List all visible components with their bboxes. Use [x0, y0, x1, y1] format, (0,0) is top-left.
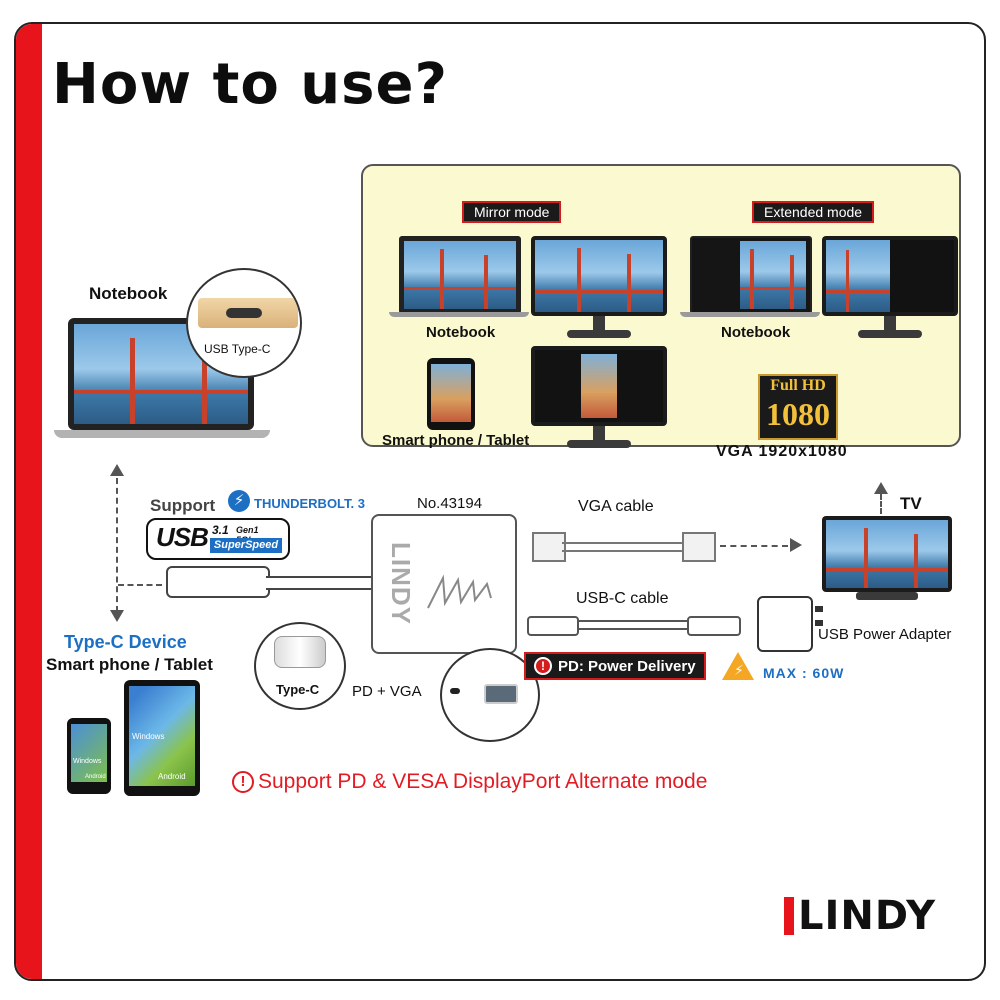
power-adapter-image [757, 596, 823, 652]
red-accent-bar [16, 24, 42, 979]
thunderbolt-icon: ⚡ [228, 490, 250, 512]
panel-phone-monitor-image [531, 346, 667, 450]
support-label: Support [150, 496, 216, 515]
support-note: !Support PD & VESA DisplayPort Alternate… [232, 770, 707, 794]
notebook-connection-dashed-line [116, 478, 118, 612]
tv-up-dashed-line [880, 494, 882, 514]
tv-connection-dashed-line [720, 545, 788, 547]
phone-image: Windows Android [67, 718, 111, 794]
device-connection-dashed-line [118, 584, 162, 586]
pd-vga-label: PD + VGA [352, 683, 422, 700]
mirror-notebook-label: Notebook [426, 324, 496, 341]
thunderbolt-label: THUNDERBOLT. 3 [254, 496, 365, 511]
lindy-logo: LINDY [784, 893, 936, 939]
tv-image [822, 516, 952, 602]
usbc-cable-image [527, 614, 741, 636]
full-hd-text: Full HD [770, 377, 826, 394]
lightning-icon: ⚡ [734, 662, 744, 678]
typec-smartphone-label: Smart phone / Tablet [46, 655, 213, 674]
lindy-logo-text: LINDY [798, 893, 937, 939]
lindy-logo-mark [784, 897, 794, 935]
notebook-label: Notebook [89, 284, 168, 303]
support-note-text: Support PD & VESA DisplayPort Alternate … [258, 770, 708, 793]
usb-version: 3.1 [212, 523, 229, 537]
panel-smartphone-image [427, 358, 475, 430]
full-hd-1080: 1080 [766, 396, 830, 432]
tablet-android-text: Android [158, 772, 186, 781]
typec-connector-image [166, 566, 270, 598]
page-title: How to use? [52, 52, 448, 117]
arrow-up-icon [874, 482, 888, 494]
warning-icon [722, 652, 754, 680]
usb-type-c-port-callout: USB Type-C [186, 268, 302, 378]
max-power-label: MAX : 60W [763, 665, 845, 681]
vga-cable-image [532, 526, 716, 566]
exclamation-icon: ! [534, 657, 552, 675]
model-number-label: No.43194 [417, 495, 483, 512]
tv-label: TV [900, 494, 922, 513]
extended-monitor-image [822, 236, 958, 340]
phone-android-text: Android [85, 774, 106, 780]
arrow-down-icon [110, 610, 124, 622]
adapter-brand-text: LINDY [386, 542, 416, 625]
arrow-up-icon [110, 464, 124, 476]
usb-superspeed-logo: USB 3.1 Gen1 5Gbps SuperSpeed [146, 518, 290, 560]
vga-resolution-label: VGA 1920x1080 [716, 443, 848, 460]
usb-type-c-label: USB Type-C [204, 342, 271, 356]
tablet-image: Windows Android [124, 680, 200, 796]
mirror-notebook-image [389, 236, 529, 317]
typec-plug-callout: Type-C [254, 622, 346, 710]
typec-plug-label: Type-C [276, 682, 320, 697]
tablet-windows-text: Windows [132, 732, 165, 741]
extended-notebook-label: Notebook [721, 324, 791, 341]
usb-logo-text: USB [156, 522, 209, 552]
usb-superspeed: SuperSpeed [210, 538, 282, 553]
usbc-cable-label: USB-C cable [576, 590, 669, 607]
adapter-image: LINDY [371, 514, 517, 654]
arrow-right-icon [790, 538, 802, 552]
panel-smartphone-label: Smart phone / Tablet [382, 432, 530, 449]
pd-power-delivery-text: PD: Power Delivery [558, 658, 696, 675]
extended-mode-tag: Extended mode [752, 201, 875, 223]
mirror-monitor-image [531, 236, 667, 340]
vga-cable-label: VGA cable [578, 498, 654, 515]
exclamation-icon: ! [232, 771, 254, 793]
mirror-mode-tag: Mirror mode [462, 201, 562, 223]
full-hd-badge: Full HD 1080 [758, 374, 838, 440]
phone-windows-text: Windows [73, 758, 102, 765]
signature-mark [427, 574, 492, 609]
adapter-cable-image [266, 576, 372, 590]
pd-vga-ports-callout [440, 648, 540, 742]
extended-notebook-image [680, 236, 820, 317]
pd-power-delivery-badge: ! PD: Power Delivery [524, 652, 706, 680]
typec-device-label: Type-C Device [64, 632, 187, 652]
usb-power-adapter-label: USB Power Adapter [818, 626, 952, 643]
